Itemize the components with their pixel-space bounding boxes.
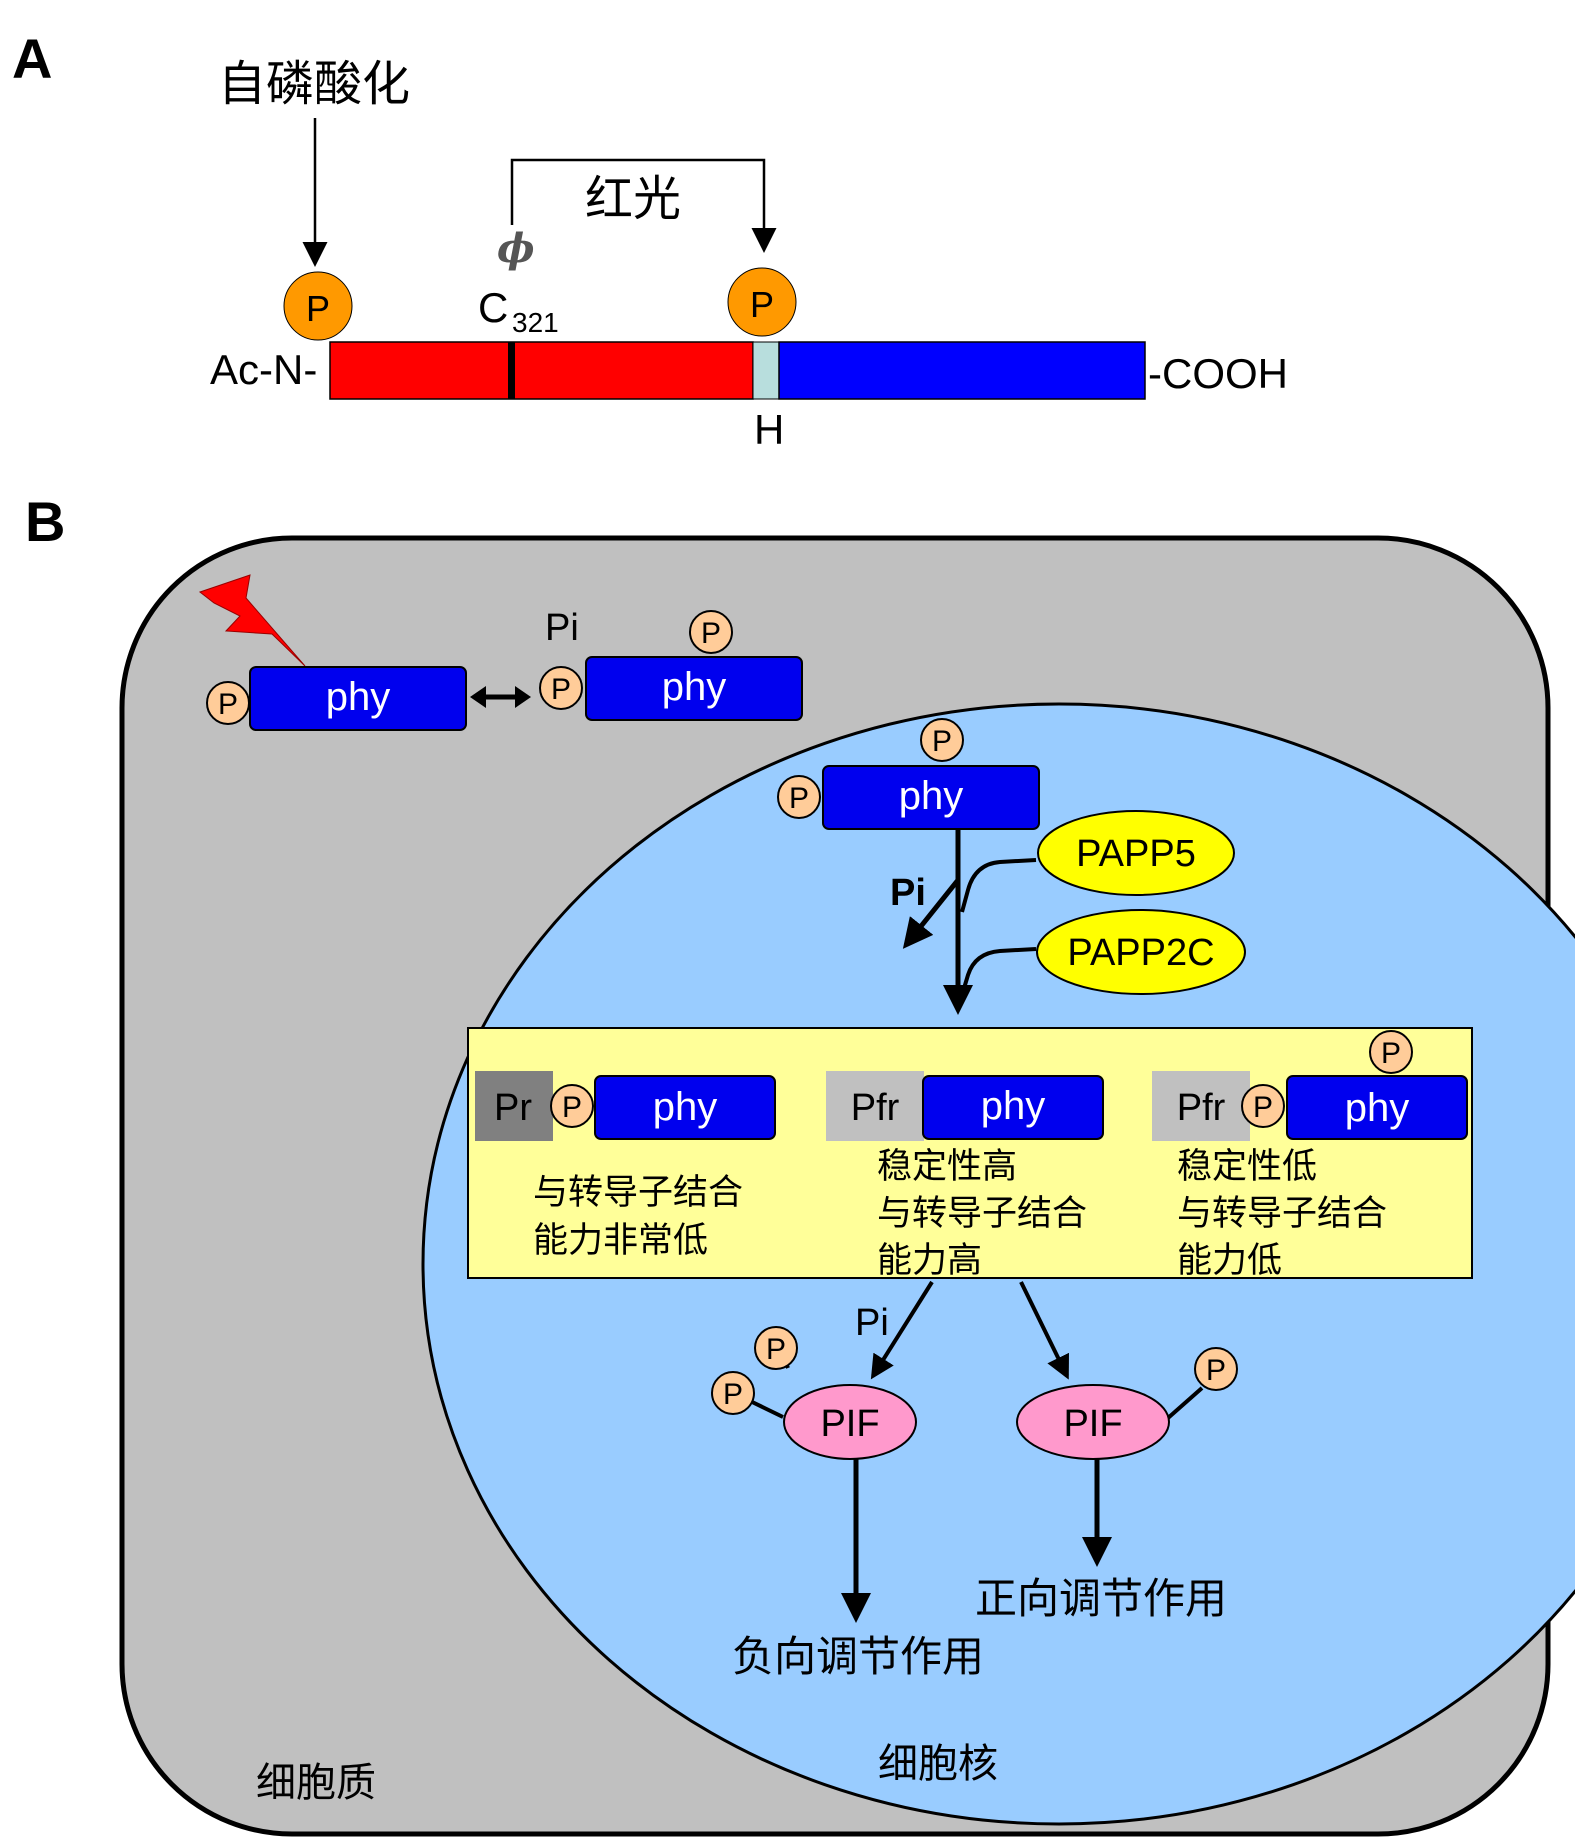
papp5-connector bbox=[960, 858, 1037, 913]
phospho-label: P bbox=[701, 617, 721, 650]
phy-label: phy bbox=[981, 1084, 1046, 1128]
cytoplasm-label: 细胞质 bbox=[256, 1760, 376, 1806]
negative-regulation-label: 负向调节作用 bbox=[732, 1632, 984, 1681]
papp2c-node: PAPP2C bbox=[1036, 909, 1246, 995]
form-badge bbox=[826, 1071, 924, 1141]
cys321-marker bbox=[508, 342, 515, 399]
panel-b-label: B bbox=[25, 490, 65, 553]
arrow-to-pif-right bbox=[1019, 1281, 1069, 1380]
pi-release-arrow bbox=[902, 878, 960, 949]
state-pr: Pr P phy 与转导子结合 能力非常低 bbox=[475, 1071, 776, 1261]
panel-a: A 自磷酸化 红光 ϕ C 321 P P Ac-N- -COOH H bbox=[12, 27, 1288, 453]
phospho-label: P bbox=[551, 673, 571, 706]
state-desc-line: 能力高 bbox=[877, 1241, 982, 1281]
c-terminus-label: -COOH bbox=[1148, 350, 1288, 397]
nucleus-label: 细胞核 bbox=[878, 1741, 998, 1787]
phospho-label: P bbox=[562, 1091, 582, 1124]
phospho-label: P bbox=[1206, 1354, 1226, 1387]
phy-cytoplasm-unphos: P phy bbox=[206, 666, 467, 731]
phy-nucleus-phos: P P phy bbox=[777, 718, 1040, 830]
form-label: Pfr bbox=[851, 1087, 900, 1129]
positive-regulation-label: 正向调节作用 bbox=[975, 1574, 1227, 1623]
form-badge bbox=[475, 1071, 553, 1141]
reversible-arrow bbox=[470, 686, 531, 708]
panel-a-label: A bbox=[12, 27, 52, 90]
c-terminal-domain bbox=[778, 341, 1146, 400]
phospho-label: P bbox=[1253, 1091, 1273, 1124]
cysteine-number: 321 bbox=[512, 307, 559, 338]
phy-cytoplasm-phos: Pi P P phy bbox=[539, 607, 803, 721]
papp5-node: PAPP5 bbox=[1037, 810, 1235, 896]
form-badge bbox=[1152, 1071, 1250, 1141]
state-desc-line: 稳定性高 bbox=[877, 1147, 1017, 1187]
state-desc-line: 稳定性低 bbox=[1177, 1147, 1317, 1187]
phospho-label: P bbox=[766, 1333, 786, 1366]
state-desc-line: 能力非常低 bbox=[533, 1221, 708, 1261]
n-terminus-label: Ac-N- bbox=[210, 346, 317, 393]
state-desc-line: 与转导子结合 bbox=[877, 1194, 1087, 1234]
phospho-label: P bbox=[1381, 1037, 1401, 1070]
phospho-label: P bbox=[218, 688, 238, 721]
pi-label-top: Pi bbox=[545, 607, 579, 649]
phy-states-box bbox=[467, 1027, 1473, 1279]
n-terminal-domain bbox=[329, 341, 754, 400]
phy-label: phy bbox=[1345, 1086, 1410, 1130]
papp5-label: PAPP5 bbox=[1076, 833, 1196, 875]
papp2c-label: PAPP2C bbox=[1067, 932, 1214, 974]
phospho-label: P bbox=[306, 288, 330, 329]
form-label: Pr bbox=[494, 1087, 532, 1129]
phy-label: phy bbox=[662, 665, 727, 709]
hinge-region bbox=[752, 341, 780, 400]
pif-left: P P PIF bbox=[711, 1326, 917, 1460]
red-light-label: 红光 bbox=[585, 171, 681, 227]
phy-label: phy bbox=[653, 1085, 718, 1129]
pi-label-lower: Pi bbox=[855, 1302, 889, 1344]
state-desc-line: 与转导子结合 bbox=[1177, 1194, 1387, 1234]
phospho-label: P bbox=[750, 284, 774, 325]
pif-label: PIF bbox=[1063, 1403, 1122, 1445]
phospho-site-hinge: P bbox=[727, 267, 797, 337]
pi-label-nucleus: Pi bbox=[890, 872, 926, 914]
panel-b: B P phy Pi P P phy bbox=[25, 490, 1575, 1837]
state-pfr-high: Pfr phy 稳定性高 与转导子结合 能力高 bbox=[826, 1071, 1104, 1281]
cysteine-letter: C bbox=[478, 284, 508, 331]
state-desc-line: 与转导子结合 bbox=[533, 1173, 743, 1213]
phospho-site-n: P bbox=[283, 271, 353, 341]
pif-right: P PIF bbox=[1016, 1347, 1238, 1460]
papp2c-connector bbox=[960, 947, 1037, 996]
autophosphorylation-label: 自磷酸化 bbox=[218, 56, 410, 112]
phospho-label: P bbox=[789, 782, 809, 815]
red-light-bracket bbox=[510, 158, 777, 253]
pif-label: PIF bbox=[820, 1403, 879, 1445]
hinge-label: H bbox=[754, 406, 784, 453]
light-bolt-icon bbox=[198, 574, 306, 667]
chromophore-symbol: ϕ bbox=[497, 225, 535, 272]
phy-label: phy bbox=[899, 774, 964, 818]
phy-label: phy bbox=[326, 675, 391, 719]
arrow-to-pif-left bbox=[870, 1280, 934, 1380]
state-desc-line: 能力低 bbox=[1177, 1241, 1282, 1281]
phospho-label: P bbox=[723, 1378, 743, 1411]
phospho-label: P bbox=[932, 725, 952, 758]
state-pfr-low: Pfr P P phy 稳定性低 与转导子结合 能力低 bbox=[1152, 1030, 1468, 1281]
form-label: Pfr bbox=[1177, 1087, 1226, 1129]
phytochrome-domain-bar bbox=[329, 341, 1146, 400]
